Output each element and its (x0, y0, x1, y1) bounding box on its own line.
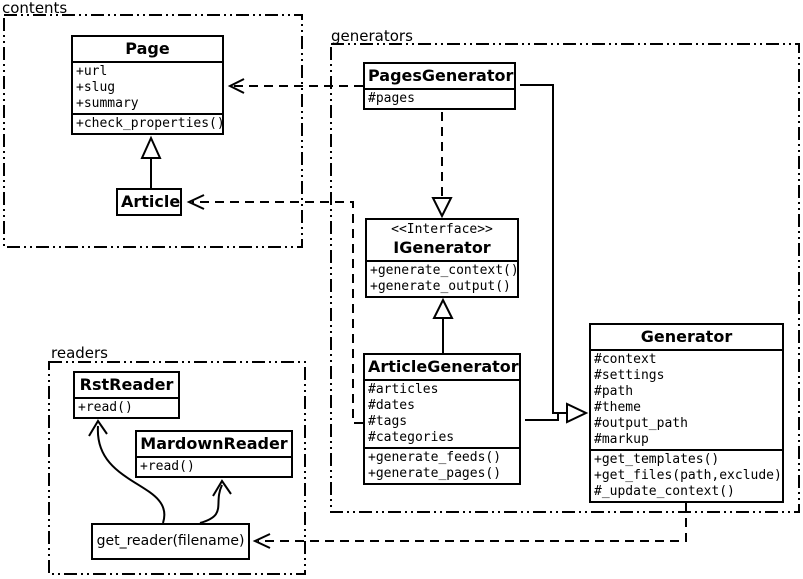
class-box-igenerator: <<Interface>> IGenerator +generate_conte… (365, 218, 519, 298)
member-line: +read() (78, 400, 133, 415)
member-line: +summary (76, 96, 139, 111)
class-methods-mardownreader: +read() (137, 456, 291, 476)
class-methods-generator: +get_templates()+get_files(path,exclude)… (591, 449, 782, 501)
edge-generator-to-getreader (258, 503, 687, 542)
generalization-arrow-page (140, 135, 162, 159)
member-line: #markup (594, 432, 649, 447)
member-line: +read() (140, 459, 195, 474)
class-box-pagesgenerator: PagesGenerator #pages (363, 62, 516, 110)
class-title-page: Page (125, 39, 170, 58)
member-line: #path (594, 384, 634, 399)
member-line: #settings (594, 368, 665, 383)
package-border-generators (330, 43, 800, 513)
class-name-igenerator: IGenerator (393, 238, 491, 257)
class-attributes-page: +url+slug+summary (73, 61, 222, 113)
arrow-rstreader (88, 419, 108, 437)
member-line: #output_path (594, 416, 688, 431)
dependency-arrow-getreader (252, 533, 271, 549)
member-line: #tags (368, 414, 408, 429)
member-line: #dates (368, 398, 415, 413)
member-line: +generate_context() (370, 263, 519, 278)
package-border-contents (3, 14, 303, 248)
class-attributes-articlegenerator: #articles#dates#tags#categories (365, 379, 519, 447)
member-line: +check_properties() (76, 116, 225, 131)
package-border-readers (48, 361, 306, 575)
package-label-readers: readers (51, 344, 108, 362)
class-box-articlegenerator: ArticleGenerator #articles#dates#tags#ca… (363, 353, 521, 485)
generalization-arrow-igenerator (432, 297, 454, 319)
member-line: #articles (368, 382, 439, 397)
edge-getreader-to-rstreader (96, 425, 166, 524)
class-title-igenerator: <<Interface>> IGenerator (367, 220, 517, 260)
package-label-contents: contents (2, 0, 68, 17)
class-title-pagesgenerator: PagesGenerator (368, 66, 514, 85)
arrow-mardownreader (212, 479, 232, 497)
member-line: +get_files(path,exclude) (594, 468, 782, 483)
package-label-generators: generators (331, 27, 413, 45)
member-line: #categories (368, 430, 455, 445)
member-line: #theme (594, 400, 641, 415)
edge-getreader-to-mardownreader (199, 484, 223, 524)
member-line: +get_templates() (594, 452, 720, 467)
member-line: +slug (76, 80, 116, 95)
class-methods-page: +check_properties() (73, 113, 225, 133)
object-box-getreader: get_reader(filename) (91, 523, 250, 560)
class-attributes-generator: #context#settings#path#theme#output_path… (591, 349, 782, 449)
class-box-generator: Generator #context#settings#path#theme#o… (589, 323, 784, 503)
realization-arrow-igenerator (431, 197, 453, 219)
dependency-arrow-page (227, 78, 245, 94)
class-methods-rstreader: +read() (75, 397, 178, 417)
class-box-article: Article (116, 188, 182, 216)
class-title-articlegenerator: ArticleGenerator (368, 357, 519, 376)
edge-articlegenerator-to-article (192, 201, 363, 424)
class-box-page: Page +url+slug+summary +check_properties… (71, 35, 225, 135)
class-box-rstreader: RstReader +read() (73, 371, 180, 419)
member-line: #context (594, 352, 657, 367)
member-line: +generate_feeds() (368, 450, 502, 465)
member-line: +url (76, 64, 108, 79)
edge-pagesgenerator-to-generator (520, 84, 566, 414)
class-title-mardownreader: MardownReader (140, 434, 288, 453)
class-title-article: Article (121, 192, 181, 211)
member-line: #_update_context() (594, 484, 735, 499)
class-attributes-pagesgenerator: #pages (365, 88, 514, 108)
member-line: +generate_pages() (368, 466, 502, 481)
object-label-getreader: get_reader(filename) (96, 533, 245, 549)
class-methods-igenerator: +generate_context()+generate_output() (367, 260, 519, 296)
generalization-arrow-generator (566, 402, 589, 424)
class-title-generator: Generator (640, 327, 733, 346)
class-methods-articlegenerator: +generate_feeds()+generate_pages() (365, 447, 519, 483)
edge-articlegenerator-to-generator (525, 413, 559, 421)
member-line: #pages (368, 91, 415, 106)
class-title-rstreader: RstReader (79, 375, 174, 394)
dependency-arrow-article (186, 194, 205, 210)
member-line: +generate_output() (370, 279, 511, 294)
class-box-mardownreader: MardownReader +read() (135, 430, 293, 478)
class-stereotype-igenerator: <<Interface>> (391, 222, 493, 237)
